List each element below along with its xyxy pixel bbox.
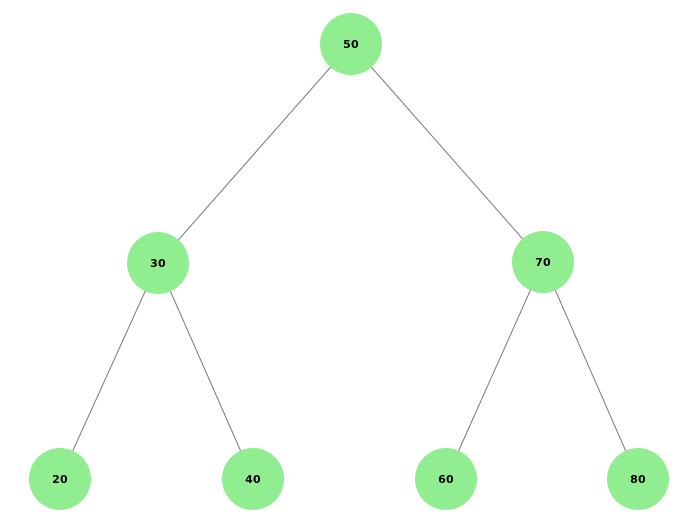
tree-node-label: 20 [52, 472, 68, 486]
tree-node-80[interactable]: 80 [607, 448, 669, 510]
tree-node-label: 50 [343, 37, 359, 51]
tree-node-label: 60 [438, 472, 454, 486]
tree-node-60[interactable]: 60 [415, 448, 477, 510]
tree-node-40[interactable]: 40 [222, 448, 284, 510]
tree-edge-n50-n30 [157, 43, 352, 264]
tree-edge-n30-n40 [157, 262, 254, 480]
tree-node-label: 80 [630, 472, 646, 486]
tree-edge-n70-n60 [445, 261, 544, 480]
tree-edge-n70-n80 [542, 261, 639, 480]
tree-node-label: 70 [535, 255, 551, 269]
tree-edge-n30-n20 [59, 262, 159, 480]
tree-node-50[interactable]: 50 [320, 13, 382, 75]
tree-node-label: 40 [245, 472, 261, 486]
tree-node-20[interactable]: 20 [29, 448, 91, 510]
tree-node-30[interactable]: 30 [127, 232, 189, 294]
tree-node-label: 30 [150, 256, 166, 270]
tree-edge-n50-n70 [350, 43, 544, 263]
tree-node-70[interactable]: 70 [512, 231, 574, 293]
